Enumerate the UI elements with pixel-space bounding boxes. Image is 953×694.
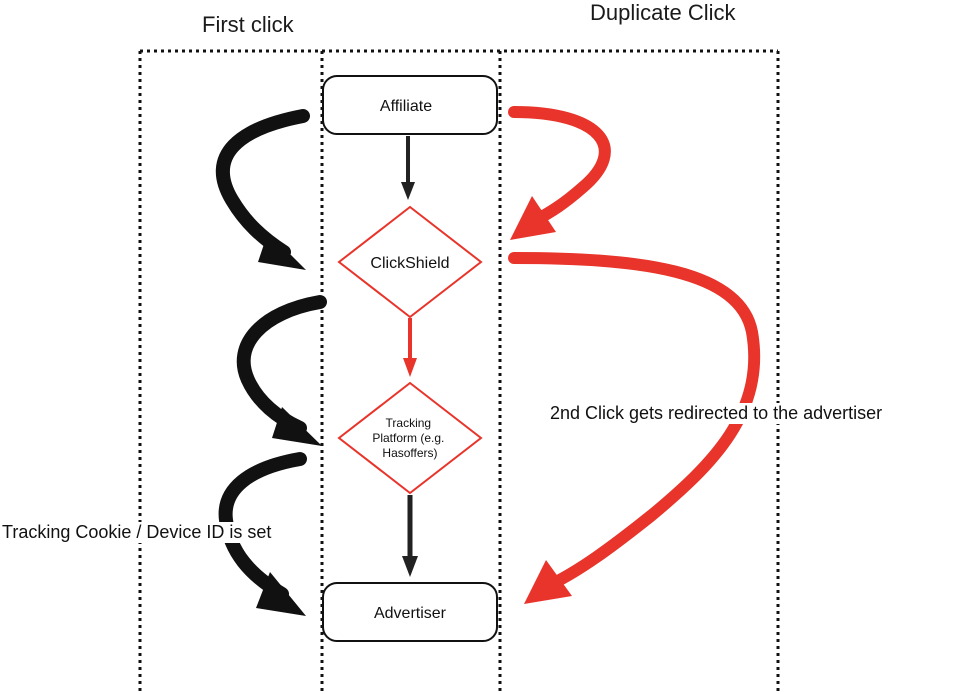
lane-borders	[138, 49, 780, 692]
second-click-annotation: 2nd Click gets redirected to the adverti…	[548, 403, 885, 424]
red-arrow-1	[508, 106, 611, 228]
connector-clickshield-to-tracking-head	[403, 358, 417, 377]
first-click-arrows	[215, 109, 327, 616]
black-arrow-3-head	[256, 572, 306, 616]
connector-affiliate-to-clickshield-head	[401, 182, 415, 200]
black-arrow-2	[236, 295, 327, 435]
duplicate-click-arrows	[508, 106, 761, 604]
tracking-platform-line-3: Hasoffers)	[382, 446, 437, 460]
affiliate-node: Affiliate	[322, 75, 498, 135]
red-arrow-2-head	[524, 560, 572, 604]
red-arrow-2	[508, 252, 761, 590]
connector-tracking-to-advertiser-head	[402, 556, 418, 577]
duplicate-click-header: Duplicate Click	[590, 0, 736, 25]
tracking-platform-line-2: Platform (e.g.	[372, 431, 444, 445]
first-click-header: First click	[202, 12, 294, 37]
black-arrow-1	[215, 109, 310, 259]
black-arrow-2-head	[272, 407, 322, 446]
black-arrow-3	[218, 452, 307, 601]
advertiser-label: Advertiser	[374, 605, 447, 622]
clickshield-node: ClickShield	[337, 205, 483, 319]
tracking-platform-label: Tracking Platform (e.g. Hasoffers)	[372, 416, 447, 460]
black-arrow-1-head	[258, 232, 306, 270]
cookie-set-annotation: Tracking Cookie / Device ID is set	[0, 522, 274, 543]
red-arrow-1-head	[510, 196, 556, 240]
advertiser-node: Advertiser	[322, 582, 498, 642]
clickshield-label: ClickShield	[370, 255, 449, 272]
tracking-platform-line-1: Tracking	[386, 416, 432, 430]
tracking-platform-node: Tracking Platform (e.g. Hasoffers)	[337, 381, 483, 495]
affiliate-label: Affiliate	[380, 98, 432, 115]
